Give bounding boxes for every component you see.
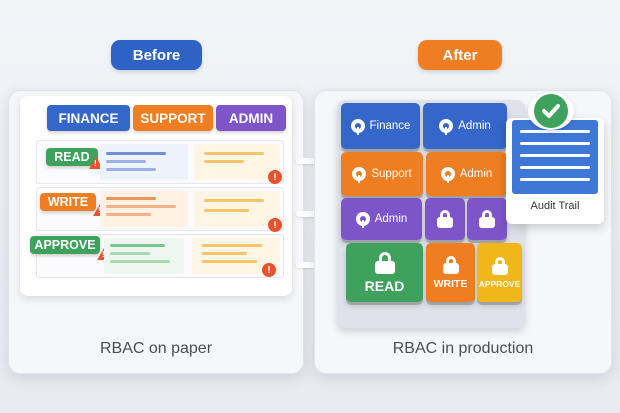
role-tile-finance: Finance [341,103,420,149]
after-caption: RBAC in production [392,340,534,357]
key-icon [352,167,367,183]
key-icon [440,167,455,183]
warning-icon: ! [268,218,282,232]
key-icon [355,212,370,228]
matrix-cell [194,191,280,227]
role-tag-support: SUPPORT [133,105,213,131]
role-tile-admin: Admin [341,198,422,240]
lock-icon [442,255,459,274]
matrix-cell [104,238,184,274]
arrow-right-icon [296,262,326,268]
role-tile-support: Support [341,152,423,196]
role-tile-admin: Admin [423,103,507,149]
arrow-right-icon [296,158,326,164]
audit-log-sheet [512,120,598,194]
lock-icon [479,210,495,228]
arrow-right-icon [296,211,326,217]
audit-trail-label: Audit Trail [530,200,580,212]
action-tile-read: READ [346,243,423,302]
matrix-cell [194,144,280,180]
before-caption: RBAC on paper [99,340,213,357]
lock-icon [374,251,395,274]
after-header: After [418,40,502,70]
warning-icon: ! [262,263,276,277]
permission-tile-locked [425,198,465,240]
before-header: Before [111,40,202,70]
permission-tag-approve: APPROVE [30,236,100,254]
lock-icon [437,210,453,228]
role-tag-finance: FINANCE [47,105,130,131]
role-tile-admin: Admin [426,152,507,196]
permission-tag-read: READ [46,148,98,166]
action-tile-write: WRITE [426,243,475,302]
warning-icon: ! [89,157,103,169]
permission-tile-locked [467,198,507,240]
key-icon [439,119,454,135]
matrix-cell [100,144,188,180]
key-icon [350,119,365,135]
lock-icon [491,256,508,275]
action-tile-approve: APPROVE [477,243,522,302]
matrix-cell [100,191,188,227]
warning-icon: ! [268,170,282,184]
checkmark-icon [534,94,568,128]
permission-tag-write: WRITE [40,193,96,211]
role-tag-admin: ADMIN [216,105,286,131]
